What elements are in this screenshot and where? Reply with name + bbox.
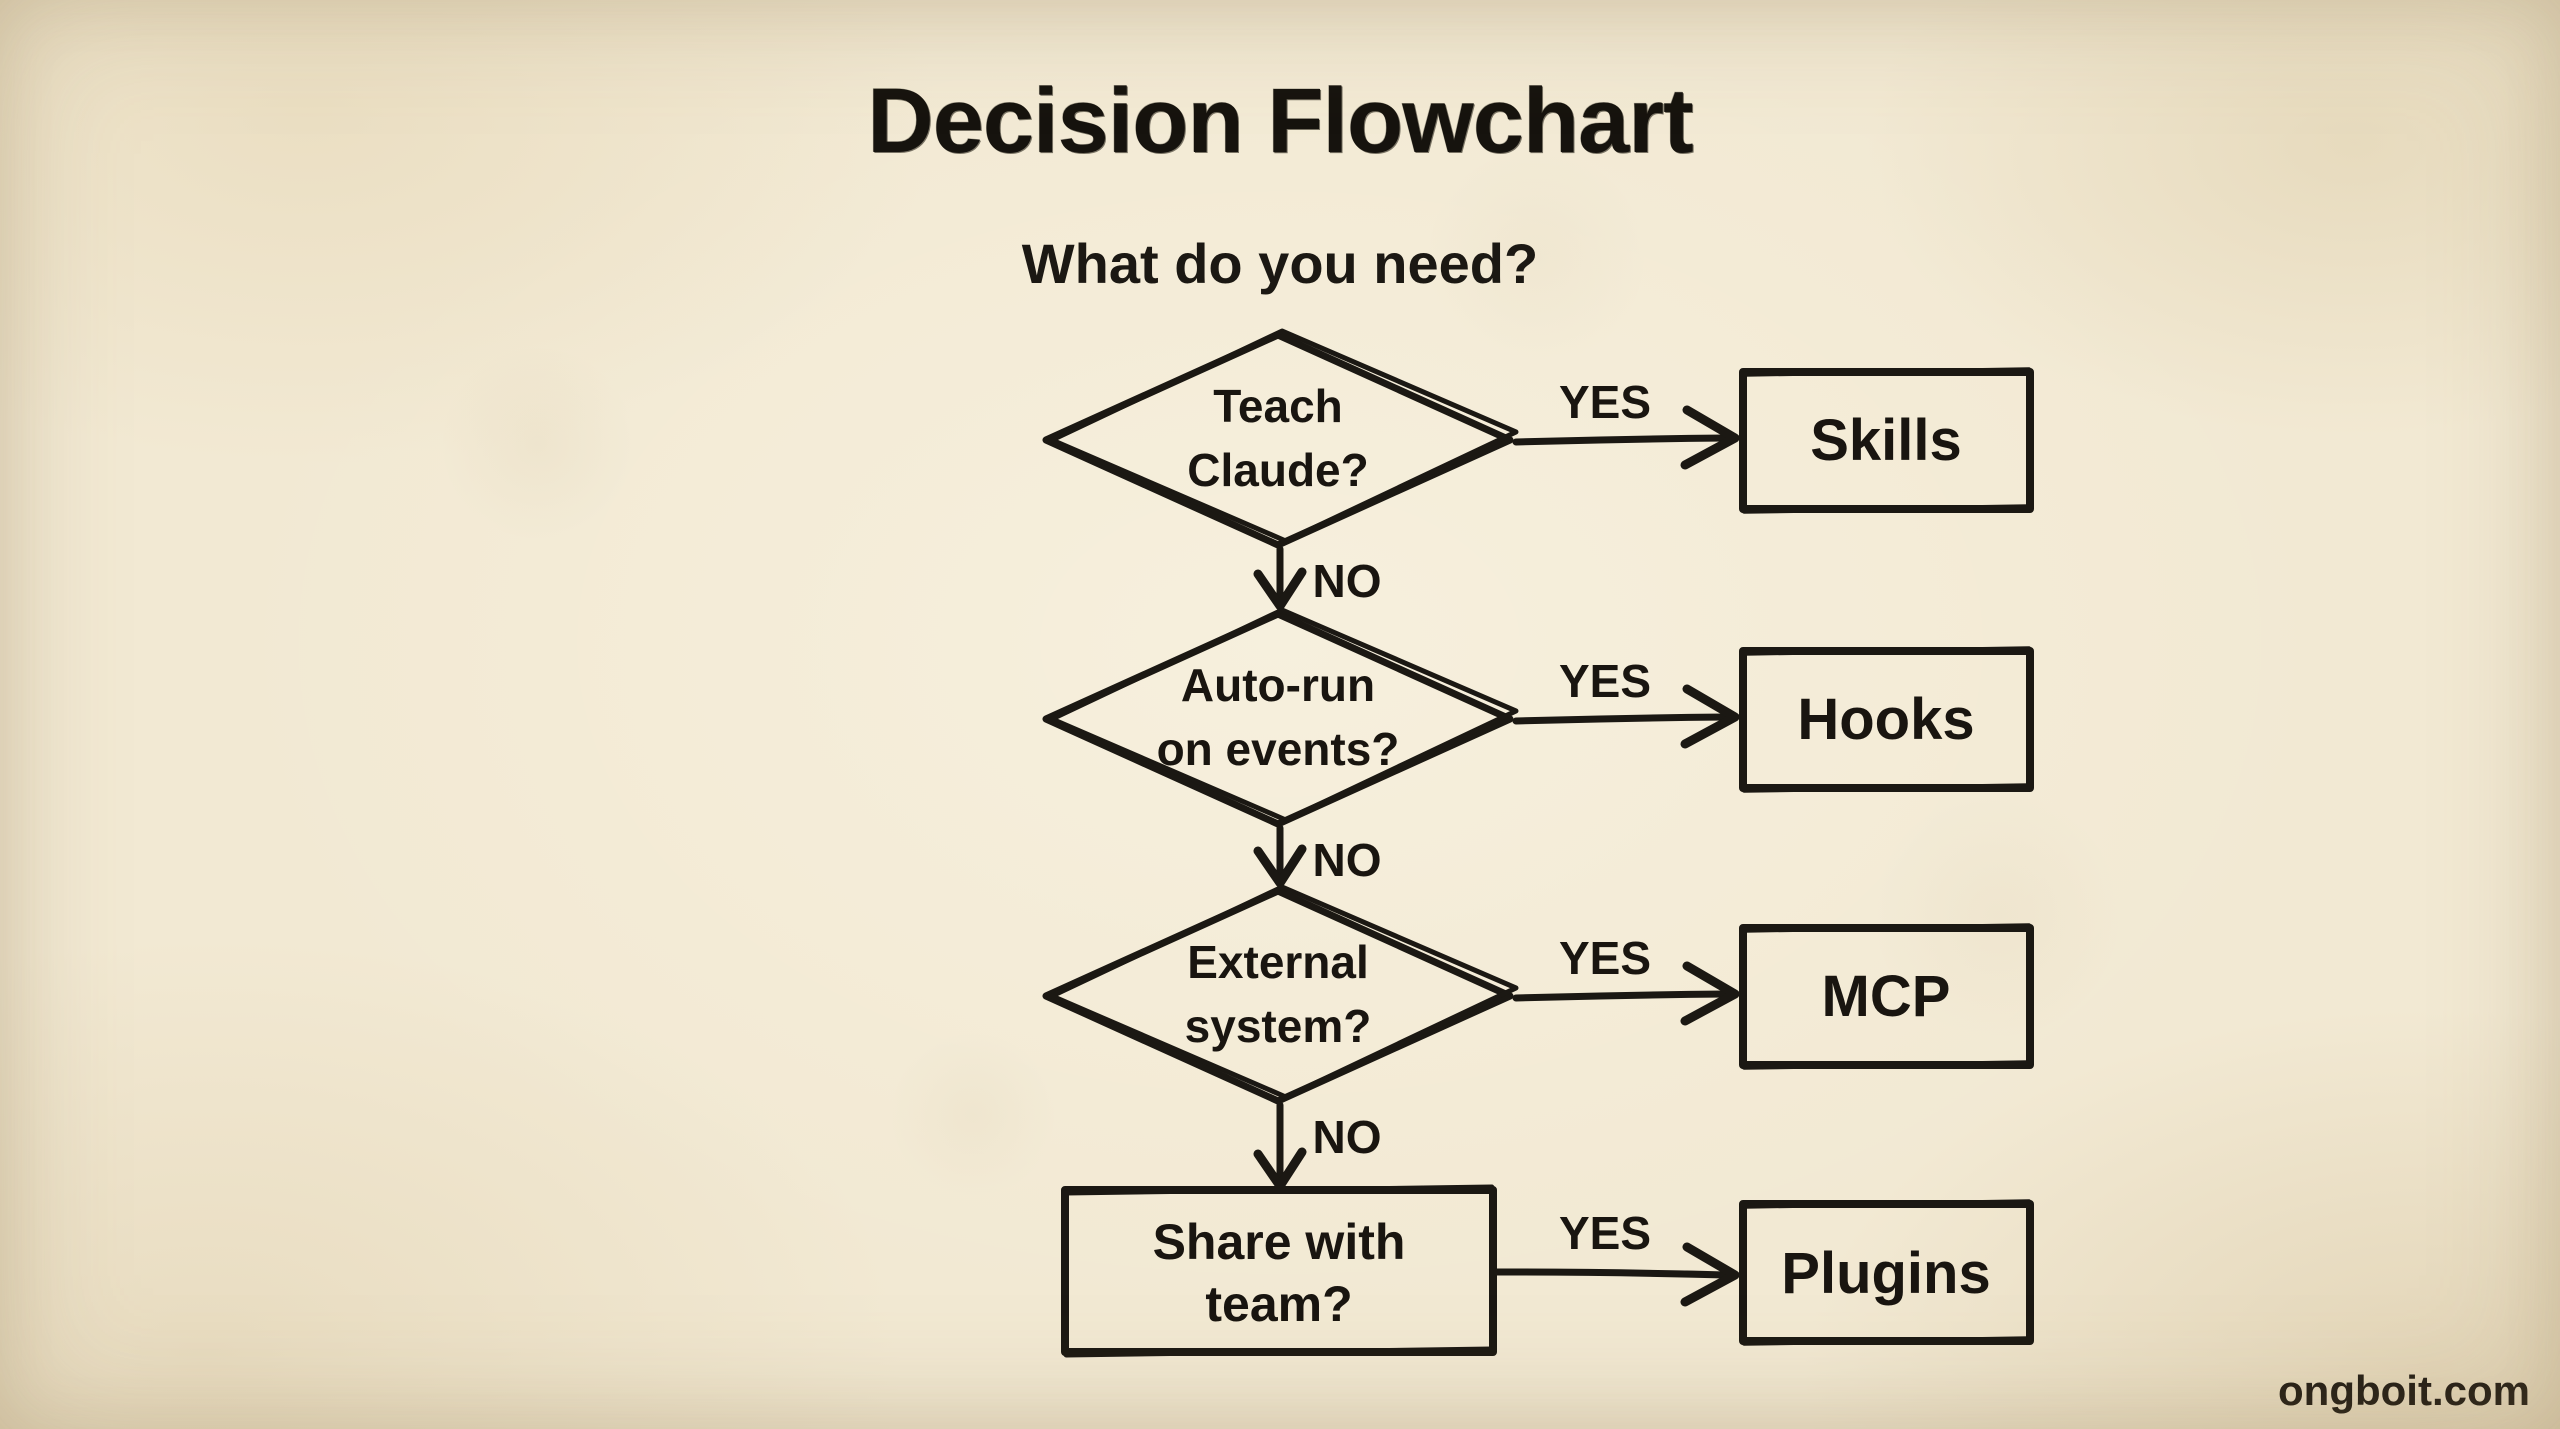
question-line-1: Teach [1213,380,1343,432]
no-label: NO [1313,834,1382,886]
result-label: Plugins [1781,1241,1990,1306]
yes-arrow-2: YES [1512,655,1740,749]
yes-arrow-1: YES [1512,376,1740,470]
no-arrow-3: NO [1253,1101,1382,1191]
yes-label: YES [1559,1207,1651,1259]
page-title: Decision Flowchart [867,70,1694,172]
yes-label: YES [1559,376,1651,428]
question-line-2: system? [1185,1000,1372,1052]
decision-diamond-auto-run: Auto-run on events? [1042,607,1519,828]
watermark-text: ongboit.com [2278,1367,2530,1414]
question-line-1: Auto-run [1181,659,1375,711]
no-label: NO [1313,555,1382,607]
no-arrow-1: NO [1253,545,1382,611]
yes-label: YES [1559,655,1651,707]
yes-arrow-4: YES [1493,1207,1740,1307]
result-label: Skills [1810,408,1962,473]
decision-diamond-teach-claude: Teach Claude? [1042,328,1519,549]
result-box-mcp: MCP [1739,923,2034,1070]
question-line-2: on events? [1157,723,1400,775]
question-line-2: team? [1205,1276,1352,1332]
result-box-hooks: Hooks [1739,646,2034,793]
question-line-1: External [1187,936,1369,988]
process-box-share-with-team: Share with team? [1061,1184,1497,1358]
result-label: MCP [1822,964,1951,1029]
result-box-skills: Skills [1739,367,2034,514]
result-box-plugins: Plugins [1739,1199,2034,1346]
no-label: NO [1313,1111,1382,1163]
yes-arrow-3: YES [1512,932,1740,1026]
yes-label: YES [1559,932,1651,984]
decision-diamond-external-system: External system? [1042,884,1519,1105]
page-subtitle: What do you need? [1021,232,1539,295]
no-arrow-2: NO [1253,824,1382,888]
question-line-1: Share with [1153,1214,1406,1270]
result-label: Hooks [1797,687,1974,752]
question-line-2: Claude? [1187,444,1368,496]
